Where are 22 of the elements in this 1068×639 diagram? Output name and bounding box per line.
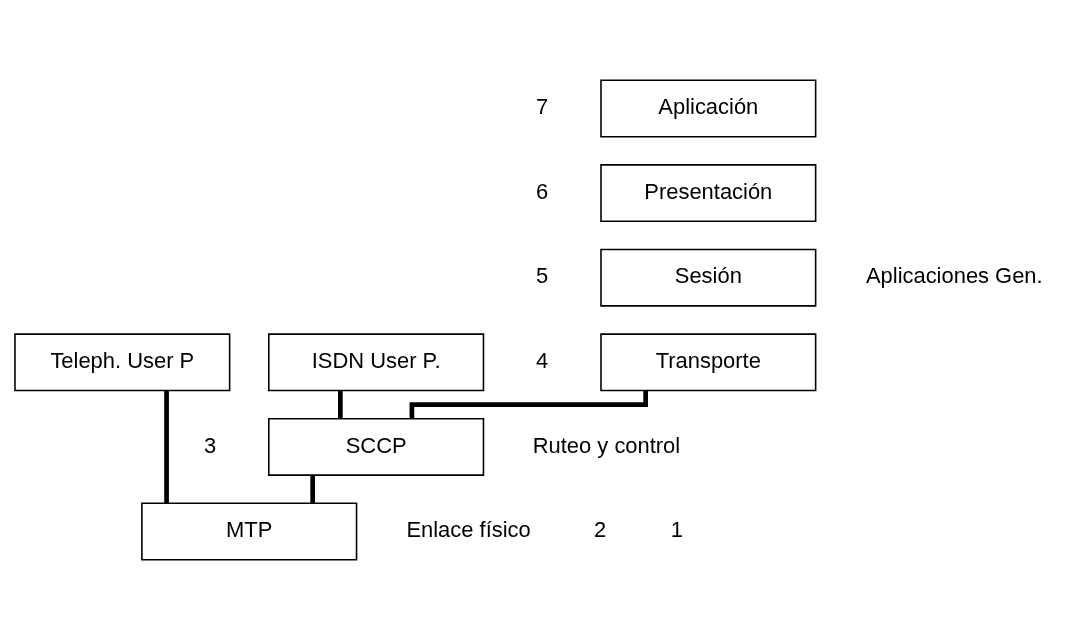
connector <box>338 390 343 418</box>
node-box: ISDN User P. <box>268 332 485 391</box>
connector <box>409 390 648 418</box>
node-box: Teleph. User P <box>14 332 231 391</box>
label: 3 <box>203 432 217 458</box>
label: Ruteo y control <box>532 432 681 458</box>
node-box: Transporte <box>600 332 817 391</box>
node-box: Presentación <box>600 163 817 222</box>
label: Aplicaciones Gen. <box>865 262 1043 288</box>
node-box: Aplicación <box>600 79 817 137</box>
node-box: MTP <box>141 502 358 560</box>
node-box: Sesión <box>600 248 817 307</box>
label: Enlace físico <box>406 516 531 542</box>
label: 7 <box>536 93 549 119</box>
label: 6 <box>536 178 549 204</box>
label: 2 <box>594 516 607 542</box>
label: 4 <box>536 347 549 373</box>
label: 1 <box>670 516 684 542</box>
connector <box>164 390 169 503</box>
connector <box>310 475 316 503</box>
node-box: SCCP <box>268 417 485 476</box>
label: 5 <box>536 262 549 288</box>
